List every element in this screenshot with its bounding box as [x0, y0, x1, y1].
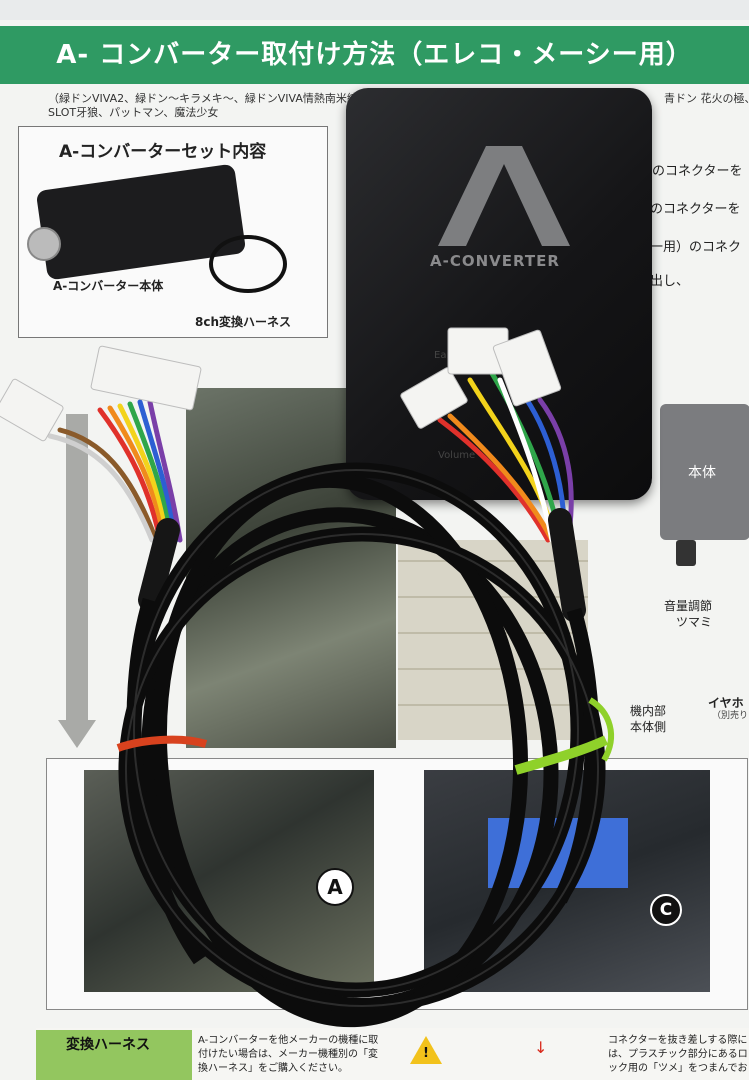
diagram-volume-label: 音量調節 ツマミ	[664, 598, 712, 630]
instruction-text-1: のコネクターを	[652, 164, 743, 179]
set-contents-title: A-コンバーターセット内容	[59, 142, 267, 162]
diagram-volume-knob	[676, 540, 696, 566]
green-twist-tie	[514, 697, 615, 775]
instruction-text-2: のコネクターを	[650, 202, 741, 217]
a-converter-device: A-CONVERTER Ear Volume	[346, 88, 652, 500]
marker-c: C	[650, 894, 682, 926]
right-heat-shrink	[548, 508, 586, 622]
diagram-body-label: 本体	[688, 465, 716, 481]
left-heat-shrink	[138, 518, 180, 612]
marker-a: A	[316, 868, 354, 906]
right-connector-c	[492, 329, 562, 407]
volume-knob-thumbnail	[27, 227, 61, 261]
left-wire-bundle	[47, 399, 183, 543]
red-arrow-icon: ↓	[534, 1038, 548, 1057]
warning-mark: !	[423, 1046, 429, 1061]
step-arrow-shaft	[66, 414, 88, 724]
converter-body-label: A-コンバーター本体	[53, 279, 164, 293]
machine-side-text: 本体側	[630, 720, 667, 734]
volume-label: 音量調節	[664, 599, 713, 613]
warning-icon	[410, 1036, 442, 1064]
device-ear-label: Ear	[434, 350, 451, 361]
step-arrow-icon	[58, 720, 96, 748]
compatible-models-line2: SLOT牙狼、パットマン、魔法少女	[48, 106, 219, 119]
red-twist-tie	[116, 735, 208, 752]
harness-thumbnail	[209, 235, 287, 293]
earphone-sub-label: （別売り	[712, 711, 749, 721]
a-logo-icon	[438, 146, 570, 246]
earphone-label: イヤホ	[708, 696, 744, 710]
far-left-connector	[0, 378, 64, 442]
compatible-models-line1: （緑ドンVIVA2、緑ドン～キラメキ～、緑ドンVIVA情熱南米編	[48, 92, 358, 105]
connector-note-text: コネクターを抜き差しする際には、プラスチック部分にあるロック用の「ツメ」をつまん…	[608, 1035, 748, 1074]
harness-label: 8ch変換ハーネス	[195, 315, 292, 329]
left-8pin-connector	[90, 345, 202, 411]
sheet-title: A- コンバーター取付け方法（エレコ・メーシー用）	[0, 26, 749, 84]
diagram-body-box: 本体	[660, 404, 749, 540]
machine-inner-text: 機内部	[630, 704, 667, 718]
cable-highlights	[125, 469, 599, 1007]
volume-sub-label: ツマミ	[676, 615, 713, 629]
right-connector-a	[400, 367, 468, 429]
device-brand-label: A-CONVERTER	[430, 252, 560, 270]
instruction-text-4: 出し、	[650, 274, 690, 289]
compatible-models-right: 青ドン 花火の極、	[664, 92, 749, 105]
connector-group	[0, 327, 562, 442]
set-contents-box: A-コンバーターセット内容 A-コンバーター本体 8ch変換ハーネス	[18, 126, 328, 338]
device-volume-label: Volume	[438, 450, 476, 461]
harness-note-text: A-コンバーターを他メーカーの機種に取付けたい場合は、メーカー機種別の「変換ハー…	[198, 1035, 379, 1074]
harness-section-tag: 変換ハーネス	[36, 1030, 192, 1080]
machine-inner-label: 機内部 本体側	[630, 703, 666, 735]
instruction-text-3: 一用）のコネク	[650, 240, 742, 255]
